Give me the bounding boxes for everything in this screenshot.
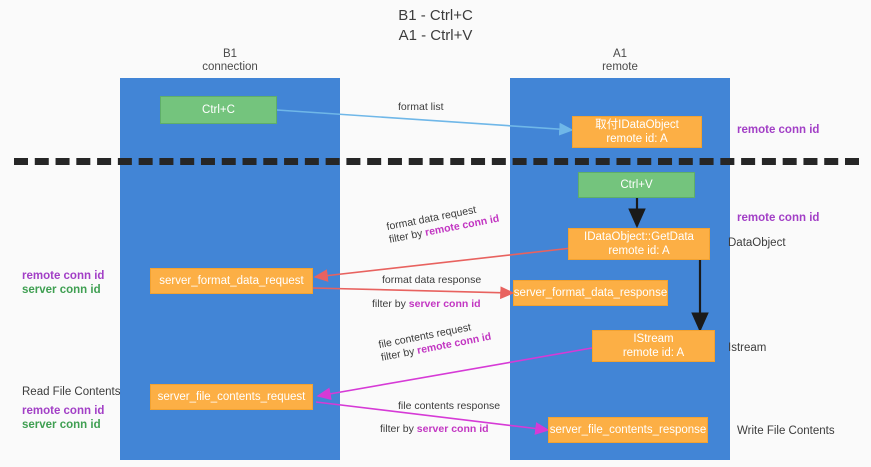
filter-prefix: filter by: [380, 423, 417, 435]
annotation-read-file-contents: Read File Contents: [22, 386, 121, 398]
lane-header-a1: A1 remote: [510, 48, 730, 74]
annotation-server-conn-id-left-low: server conn id: [22, 419, 101, 431]
node-ctrl-c[interactable]: Ctrl+C: [160, 96, 277, 124]
node-ctrl-c-label: Ctrl+C: [202, 104, 235, 116]
edge-label-format-data-response-filter: filter by server conn id: [372, 298, 481, 311]
section-divider: [14, 158, 859, 165]
annotation-remote-conn-id-left-low: remote conn id: [22, 405, 105, 417]
edge-format-data-response: [312, 286, 515, 300]
lane-header-a1-name: A1: [612, 48, 628, 60]
edge-label-format-list: format list: [398, 101, 444, 113]
node-istream-title: IStream: [633, 333, 674, 345]
annotation-remote-conn-id-middle: remote conn id: [737, 212, 820, 224]
lane-header-b1: B1 connection: [120, 48, 340, 74]
lane-header-b1-name: B1: [222, 48, 238, 60]
annotation-write-file-contents: Write File Contents: [737, 425, 835, 437]
node-ctrl-v[interactable]: Ctrl+V: [578, 172, 695, 198]
edge-label-format-data-response: format data response: [382, 274, 481, 287]
node-server-format-data-request[interactable]: server_format_data_request: [150, 268, 313, 294]
node-server-format-data-request-label: server_format_data_request: [159, 275, 304, 287]
edge-label-format-data-request: format data request filter by remote con…: [386, 200, 501, 247]
node-server-format-data-response-label: server_format_data_response: [513, 287, 668, 299]
filter-key-server-conn-id: server conn id: [408, 298, 481, 310]
page-title: B1 - Ctrl+C A1 - Ctrl+V: [0, 6, 871, 46]
edge-label-format-data-response-line1: format data response: [382, 274, 482, 286]
annotation-server-conn-id-left: server conn id: [22, 284, 101, 296]
filter-prefix: filter by: [372, 298, 409, 310]
node-ctrl-v-label: Ctrl+V: [620, 179, 653, 191]
node-getdata-title: IDataObject::GetData: [584, 231, 694, 243]
node-idataobject-getdata[interactable]: IDataObject::GetData remote id: A: [568, 228, 710, 260]
edge-label-file-contents-response-filter: filter by server conn id: [380, 423, 489, 436]
node-server-file-contents-response[interactable]: server_file_contents_response: [548, 417, 708, 443]
lane-header-a1-role: remote: [602, 61, 638, 73]
annotation-remote-conn-id-left: remote conn id: [22, 270, 105, 282]
node-istream[interactable]: IStream remote id: A: [592, 330, 715, 362]
node-idataobject[interactable]: 取付IDataObject remote id: A: [572, 116, 702, 148]
node-server-file-contents-response-label: server_file_contents_response: [549, 424, 707, 436]
title-line-1: B1 - Ctrl+C: [398, 7, 473, 24]
node-server-file-contents-request[interactable]: server_file_contents_request: [150, 384, 313, 410]
edge-label-file-contents-request: file contents request filter by remote c…: [378, 318, 493, 365]
lane-header-b1-role: connection: [202, 61, 258, 73]
filter-key-server-conn-id: server conn id: [416, 423, 489, 435]
edge-label-file-contents-response-line1: file contents response: [398, 400, 501, 412]
annotation-remote-conn-id-top: remote conn id: [737, 124, 820, 136]
node-server-format-data-response[interactable]: server_format_data_response: [513, 280, 668, 306]
node-idataobject-remote-id: remote id: A: [606, 133, 668, 145]
title-line-2: A1 - Ctrl+V: [398, 27, 473, 44]
node-idataobject-title: 取付IDataObject: [595, 119, 679, 131]
annotation-istream: Istream: [728, 342, 767, 354]
node-getdata-remote-id: remote id: A: [608, 245, 670, 257]
node-istream-remote-id: remote id: A: [622, 347, 685, 359]
node-server-file-contents-request-label: server_file_contents_request: [157, 391, 306, 403]
annotation-dataobject: DataObject: [728, 237, 786, 249]
edge-label-file-contents-response: file contents response: [398, 400, 500, 413]
